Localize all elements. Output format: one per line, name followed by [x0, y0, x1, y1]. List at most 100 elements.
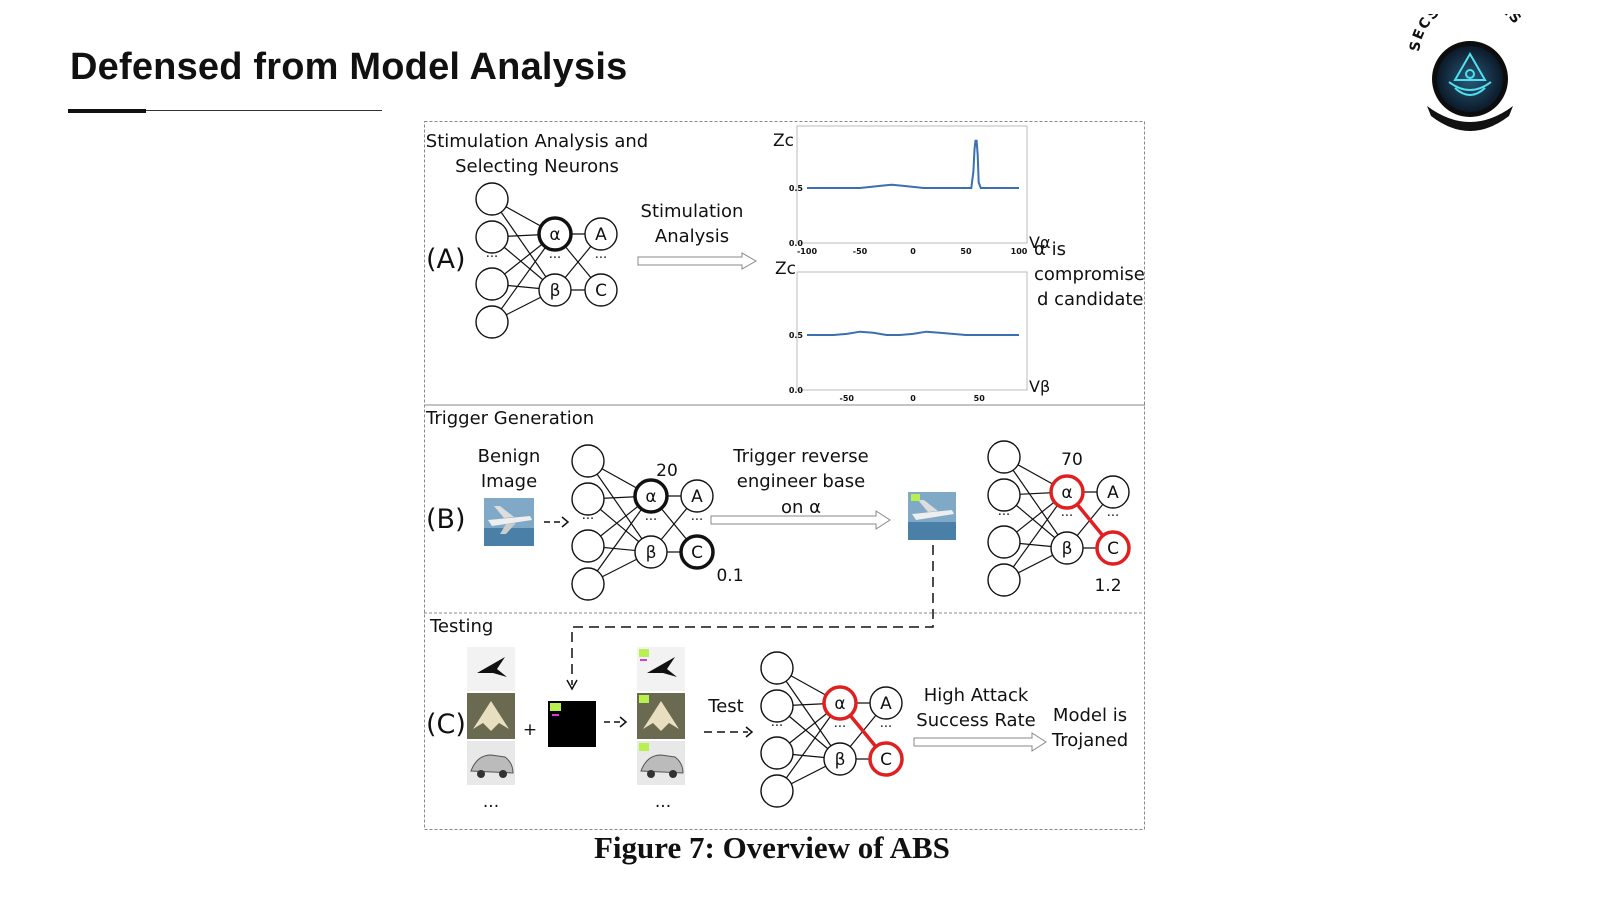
neuron-c-label: C [880, 750, 892, 770]
panel-a-arrow-text-2: Analysis [655, 226, 729, 247]
neuron-ellipsis: ... [595, 247, 607, 262]
neuron-alpha [633, 478, 669, 514]
neuron-alpha [537, 216, 573, 252]
high-success-arrow [913, 732, 1047, 752]
neuron-c-label: C [595, 281, 607, 301]
neuron-ellipsis: ... [486, 246, 498, 261]
panel-a-label: (A) [426, 244, 466, 275]
neuron-beta-label: β [835, 750, 846, 770]
neuron-alpha-label: α [645, 487, 656, 507]
input-neuron [475, 267, 509, 301]
benign-image-label-2: Image [481, 471, 537, 492]
input-images-ellipsis: ... [483, 792, 499, 812]
input-neuron [475, 305, 509, 339]
test-input-images [467, 647, 515, 785]
panel-b-arrow-text-1: Trigger reverse [732, 446, 868, 467]
test-label: Test [707, 696, 743, 717]
input-neuron [760, 651, 794, 685]
chart-series-line [807, 139, 1019, 189]
panel-c-arrow-text-1: High Attack [924, 685, 1029, 706]
x-tick-label: 50 [960, 247, 972, 256]
panel-a-arrow-text-1: Stimulation [641, 201, 744, 222]
x-tick-label: -50 [840, 394, 855, 403]
x-tick-label: 50 [974, 394, 986, 403]
neuron-beta-label: β [550, 281, 561, 301]
x-tick-label: -50 [853, 247, 868, 256]
plus-sign: + [523, 720, 537, 740]
benign-airplane-image [484, 498, 534, 546]
y-tick-label: 0.5 [789, 184, 804, 193]
panel-b-section-title: Trigger Generation [425, 408, 594, 429]
result-text-2: Trojaned [1051, 730, 1128, 751]
neuron-ellipsis: ... [998, 504, 1010, 519]
input-neuron [571, 482, 605, 516]
neural-net-b-after: αβAC......... [987, 440, 1131, 597]
chart1-ylabel: Zc [773, 131, 794, 151]
neuron-ellipsis: ... [880, 716, 892, 731]
neuron-a-label: A [691, 487, 703, 507]
neuron-a [584, 217, 618, 251]
x-tick-label: 0 [910, 394, 916, 403]
figure-caption: Figure 7: Overview of ABS [594, 830, 950, 865]
neuron-a-label: A [880, 694, 892, 714]
neuron-c [868, 741, 904, 777]
neuron-alpha [1049, 474, 1085, 510]
alpha-activation-after: 70 [1061, 450, 1083, 470]
trigger-reverse-arrow [710, 510, 891, 530]
chart-series-line [807, 330, 1019, 336]
panel-c-arrow-text-2: Success Rate [916, 710, 1035, 731]
neuron-c [679, 534, 715, 570]
trigger-flow-connector [571, 545, 934, 685]
logo-mask-icon [1448, 51, 1492, 96]
neuron-beta-label: β [646, 543, 657, 563]
chart2-xlabel: Vβ [1029, 377, 1050, 396]
neuron-a-label: A [595, 225, 607, 245]
neuron-ellipsis: ... [582, 508, 594, 523]
panel-a-note-3: d candidate [1037, 289, 1144, 310]
stamped-test-images [637, 647, 685, 785]
dashed-arrow-image-to-net [544, 516, 570, 528]
input-neuron [760, 774, 794, 808]
y-tick-label: 0.5 [789, 331, 804, 340]
neuron-ellipsis: ... [549, 247, 561, 262]
x-tick-label: -100 [797, 247, 817, 256]
figure-frame [424, 121, 1145, 830]
neuron-a [680, 479, 714, 513]
slide-title: Defensed from Model Analysis [70, 46, 628, 88]
dashed-arrow-mask-to-stamped [604, 716, 628, 728]
neural-net-a: α β A C......... [475, 182, 618, 339]
panel-a-note-2: compromise [1034, 264, 1145, 285]
input-neuron [987, 478, 1021, 512]
input-neuron [475, 182, 509, 216]
neuron-ellipsis: ... [834, 716, 846, 731]
panel-c-label: (C) [426, 709, 466, 740]
x-tick-label: 0 [910, 247, 916, 256]
result-text-1: Model is [1053, 705, 1127, 726]
panel-b-arrow-text-3: on α [781, 497, 821, 518]
x-tick-label: 100 [1011, 247, 1028, 256]
secsurenxls-logo: SECSURENXLS [1407, 14, 1523, 131]
panel-a: Stimulation Analysis and Selecting Neuro… [426, 125, 1145, 403]
input-neuron [475, 220, 509, 254]
dashed-arrow-test [704, 726, 754, 738]
neuron-a-label: A [1107, 483, 1119, 503]
c-output-before: 0.1 [716, 566, 743, 586]
panel-b: Trigger Generation (B) Benign Image αβAC… [425, 408, 1131, 691]
neuron-c-label: C [1107, 539, 1119, 559]
panel-b-label: (B) [426, 504, 466, 535]
neuron-alpha-label: α [1061, 483, 1072, 503]
neuron-alpha-label: α [834, 694, 845, 714]
y-tick-label: 0.0 [789, 239, 804, 248]
trigger-mask-image [548, 701, 596, 747]
neuron-a [869, 686, 903, 720]
panel-a-heading-2: Selecting Neurons [455, 156, 619, 177]
neuron-ellipsis: ... [645, 509, 657, 524]
neuron-beta [538, 273, 572, 307]
neuron-c [1095, 530, 1131, 566]
stamped-images-ellipsis: ... [655, 792, 671, 812]
neuron-alpha-label: α [549, 225, 560, 245]
neuron-a [1096, 475, 1130, 509]
c-output-after: 1.2 [1094, 576, 1121, 596]
